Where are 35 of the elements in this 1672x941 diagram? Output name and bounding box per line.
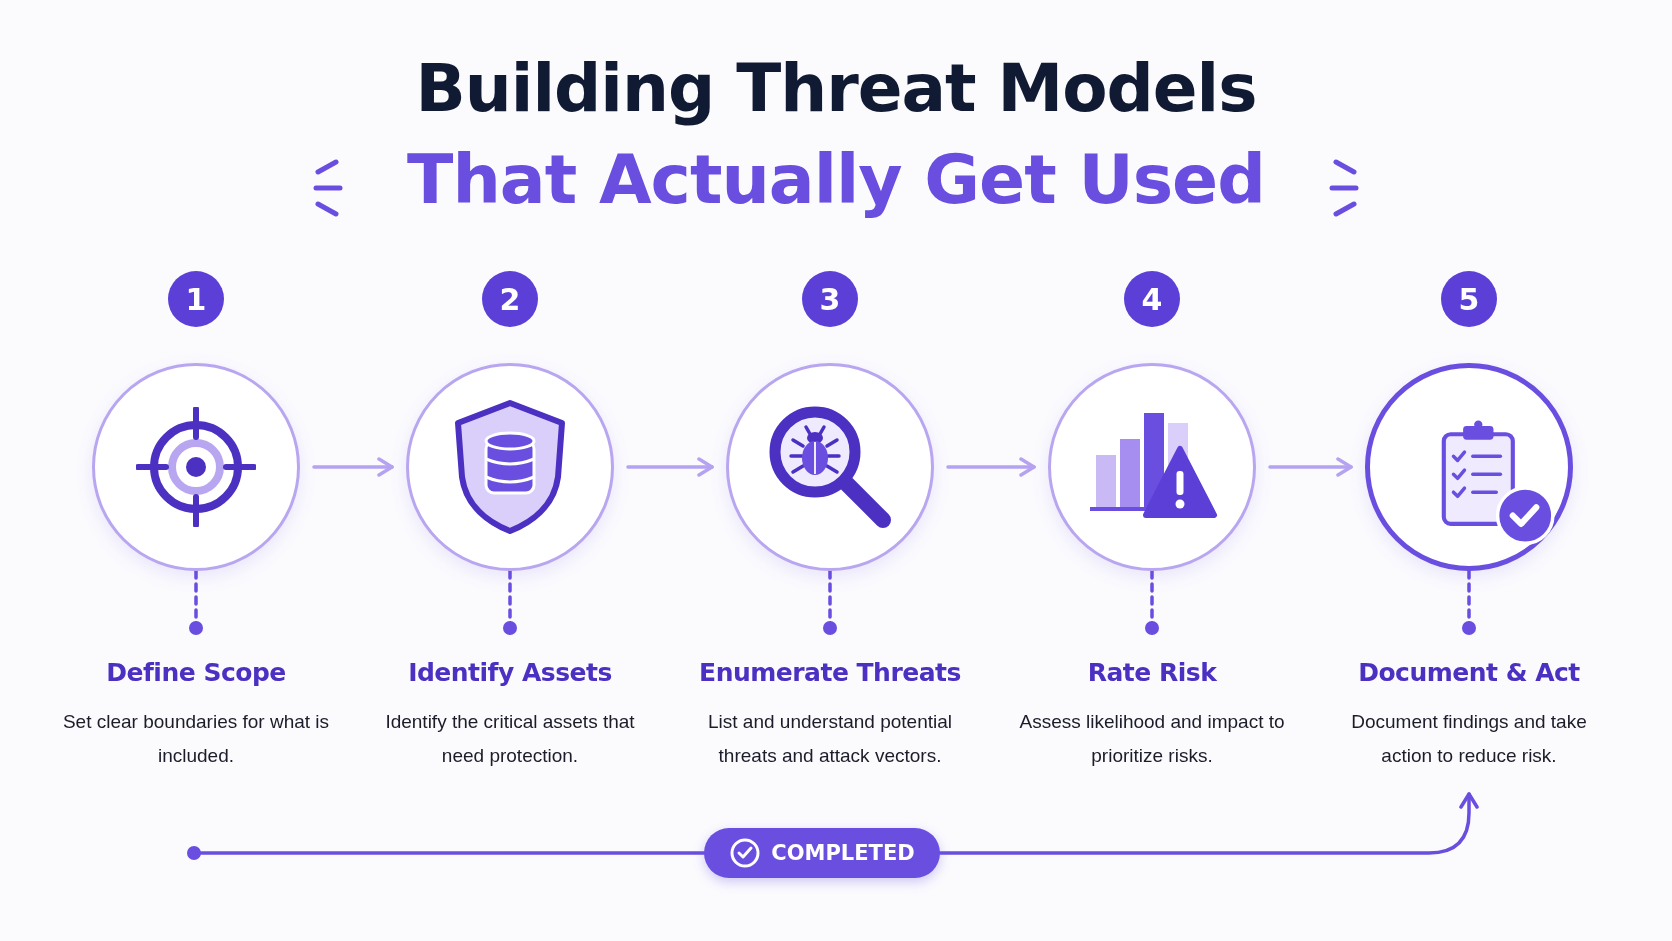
subtitle: That Actually Get Used (407, 140, 1265, 219)
step-number: 2 (499, 281, 521, 317)
status-pill (704, 828, 940, 878)
step-title: Identify Assets (408, 658, 612, 687)
step-description: List and understand potential threats and attack vectors. (707, 710, 953, 768)
step-description: Set clear boundaries for what is included. (61, 710, 331, 768)
dashed-connector (823, 569, 837, 635)
status-label: COMPLETED (771, 841, 915, 865)
step-description: Identify the critical assets that need protection. (384, 710, 636, 768)
arrow (946, 457, 1036, 477)
step-number: 4 (1141, 281, 1163, 317)
arrow (1268, 457, 1353, 477)
arrow (312, 457, 394, 477)
dashed-connector (1462, 569, 1476, 635)
dashed-connector (503, 569, 517, 635)
step-description: Document findings and take action to reduce risk. (1350, 710, 1588, 768)
dashed-connector (1145, 569, 1159, 635)
step-description: Assess likelihood and impact to prioritize risks. (1018, 710, 1286, 768)
number-badge (168, 271, 224, 327)
connector-line (187, 846, 706, 860)
number-badge (1124, 271, 1180, 327)
step-number: 1 (185, 281, 207, 317)
step-title: Define Scope (106, 658, 286, 687)
arrow (938, 792, 1479, 855)
number-badge (1441, 271, 1497, 327)
number-badge (802, 271, 858, 327)
step-title: Rate Risk (1087, 658, 1217, 687)
title: Building Threat Models (415, 50, 1257, 127)
arrow (626, 457, 714, 477)
number-badge (482, 271, 538, 327)
dashed-connector (189, 569, 203, 635)
step-title: Document & Act (1358, 658, 1580, 687)
step-number: 3 (819, 281, 841, 317)
step-title: Enumerate Threats (699, 658, 961, 687)
step-number: 5 (1458, 281, 1480, 317)
